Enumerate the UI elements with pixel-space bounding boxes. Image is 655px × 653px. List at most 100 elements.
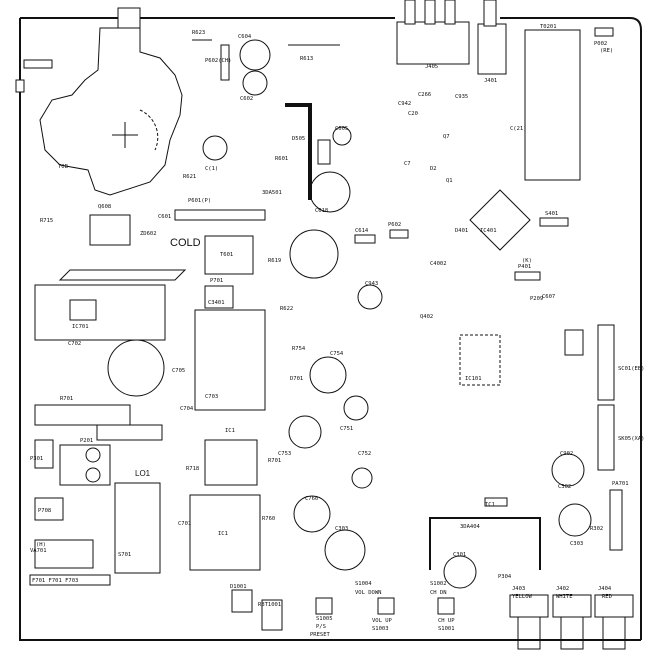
cap-c302	[551, 453, 585, 487]
connector-sc01	[597, 324, 615, 401]
relay-coil-2	[85, 467, 101, 483]
label-c602: C602	[240, 96, 253, 102]
block-va701	[34, 539, 94, 569]
label-r701: R701	[60, 396, 73, 402]
label-d501: 3DA501	[262, 190, 282, 196]
label-ps: P/S	[316, 624, 326, 630]
block-ic401	[194, 309, 266, 411]
header-pa701	[609, 489, 623, 551]
label-p401: P401	[518, 264, 531, 270]
cap-c751	[343, 395, 369, 421]
label-volup: VOL UP	[372, 618, 393, 624]
label-re: (RE)	[600, 48, 613, 54]
label-c943: C943	[365, 281, 378, 287]
sensor-rbt	[261, 599, 283, 631]
label-c751: C751	[340, 426, 353, 432]
label-c618: C618	[315, 208, 328, 214]
label-r621: R621	[183, 174, 196, 180]
label-c601: C601	[158, 214, 171, 220]
chip-ic101-dashed	[459, 334, 501, 386]
label-c303: C303	[335, 526, 348, 532]
switch-s1004	[377, 597, 395, 615]
led-d1001	[231, 589, 253, 613]
switch-s1001	[437, 597, 455, 615]
label-c266: C266	[418, 92, 431, 98]
j405-pin-3	[444, 0, 456, 25]
cap-c705	[107, 339, 165, 397]
switch-s401	[539, 217, 569, 227]
label-p201: P201	[80, 438, 93, 444]
label-c614: C614	[355, 228, 369, 234]
label-p708: P708	[38, 508, 51, 514]
hatched-bar	[58, 269, 187, 281]
jack-j402-barrel	[560, 616, 584, 650]
ic-c4002	[354, 234, 376, 244]
label-j404: J404	[598, 586, 612, 592]
label-voldn: VOL DOWN	[355, 590, 382, 596]
ic-p2	[389, 229, 409, 239]
cap-c752	[351, 467, 373, 489]
label-f701: P301	[30, 456, 43, 462]
cap-c943	[357, 284, 383, 310]
block-p708	[34, 497, 64, 521]
label-s1001: S1001	[438, 626, 455, 632]
label-c942: C942	[398, 101, 411, 107]
block-q608	[89, 214, 131, 246]
chip-ic401-diamond	[469, 189, 531, 251]
label-c4002: C4002	[430, 261, 447, 267]
label-ic101: IC101	[465, 376, 482, 382]
label-j405: J405	[425, 64, 438, 70]
label-r760: R760	[262, 516, 275, 522]
block-f701	[34, 439, 54, 469]
label-j403: J403	[512, 586, 525, 592]
cap-c602	[242, 70, 268, 96]
label-chdn: CH DN	[430, 590, 447, 596]
jack-j403-barrel	[517, 616, 541, 650]
label-c604: C604	[238, 34, 252, 40]
label-d401b: 3DA404	[460, 524, 481, 530]
flyback-arc	[139, 109, 159, 151]
block-ic1b	[189, 494, 261, 571]
label-r718: R718	[186, 466, 199, 472]
label-ic1c: IC1	[485, 502, 495, 508]
label-r715: R715	[40, 218, 53, 224]
cap-c605	[332, 126, 352, 146]
cap-c754	[309, 356, 347, 394]
bracket-3da404	[429, 517, 541, 570]
connector-j405	[396, 21, 470, 65]
left-bracket	[23, 59, 53, 69]
connector-p002	[594, 27, 614, 37]
label-p602: P602(CH)	[205, 58, 232, 64]
label-d1001: D1001	[230, 584, 247, 590]
label-c1: C(1)	[205, 166, 218, 172]
label-r601: R601	[275, 156, 288, 162]
j405-pin-1	[404, 0, 416, 25]
cap-c303	[324, 529, 366, 571]
label-c303b: C303	[570, 541, 583, 547]
label-ic1: IC1	[225, 428, 235, 434]
label-sc01: SC01(EB)	[618, 366, 645, 372]
block-s701	[114, 482, 161, 574]
label-q402: Q402	[420, 314, 433, 320]
label-c7: C7	[404, 161, 411, 167]
label-chup: CH UP	[438, 618, 455, 624]
cap-c301	[443, 555, 477, 589]
label-r613: R613	[300, 56, 313, 62]
label-t0201: T0201	[540, 24, 557, 30]
flyback-top	[117, 7, 141, 29]
ic-d401b	[484, 497, 508, 507]
label-r302: R302	[590, 526, 603, 532]
label-d505: D505	[292, 136, 305, 142]
block-f701-row	[29, 574, 111, 586]
label-q608: Q608	[98, 204, 111, 210]
label-r754: R754	[292, 346, 306, 352]
ic701-body	[69, 299, 97, 321]
connector-c3401	[204, 285, 234, 309]
label-lo1: LO1	[135, 469, 151, 478]
label-r623: R623	[192, 30, 205, 36]
label-pa701: PA701	[612, 481, 629, 487]
cap-c618	[309, 171, 351, 213]
relay-coil-1	[85, 447, 101, 463]
